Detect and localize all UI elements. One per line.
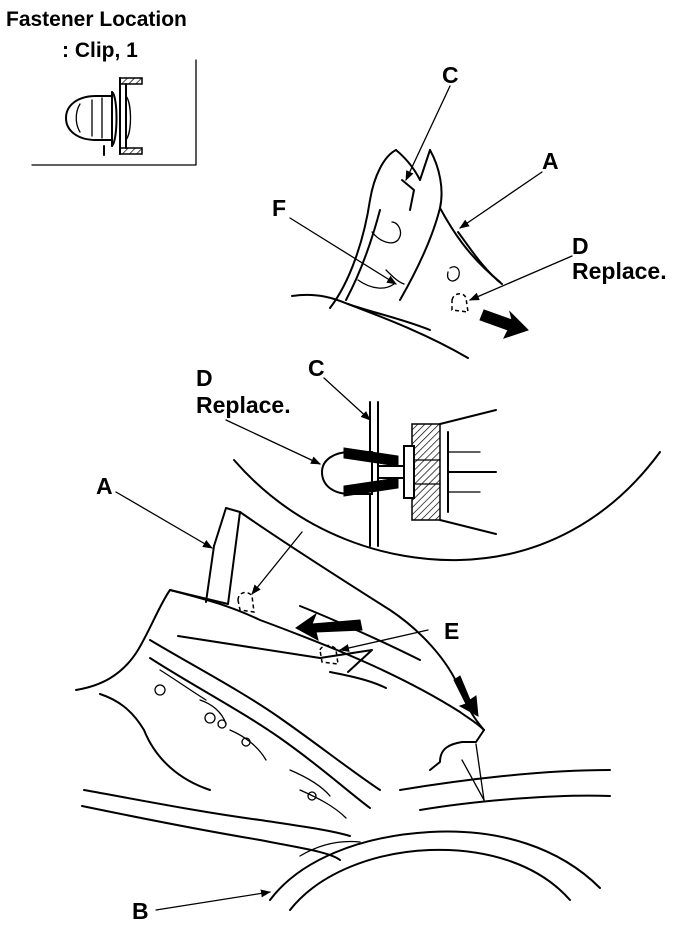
callout-d-top-note: Replace. bbox=[572, 258, 667, 284]
leader-lines bbox=[115, 85, 573, 911]
callout-f: F bbox=[272, 195, 287, 221]
callout-a-top: A bbox=[542, 148, 559, 174]
upper-pillar-view bbox=[291, 149, 529, 359]
clip-detail-view bbox=[233, 401, 661, 562]
callout-a-left: A bbox=[96, 473, 113, 499]
callout-b: B bbox=[132, 898, 149, 924]
lower-pillar-view bbox=[75, 507, 611, 911]
callout-e: E bbox=[444, 618, 460, 644]
callout-c-top: C bbox=[442, 62, 459, 88]
callout-d-mid: D bbox=[196, 365, 213, 391]
callout-d-top: D bbox=[572, 233, 589, 259]
fastener-location-title: Fastener Location bbox=[6, 8, 187, 31]
fastener-inset bbox=[31, 59, 197, 166]
callout-d-mid-note: Replace. bbox=[196, 392, 291, 418]
callout-c-mid: C bbox=[308, 355, 325, 381]
fastener-clip-count: : Clip, 1 bbox=[62, 39, 138, 62]
